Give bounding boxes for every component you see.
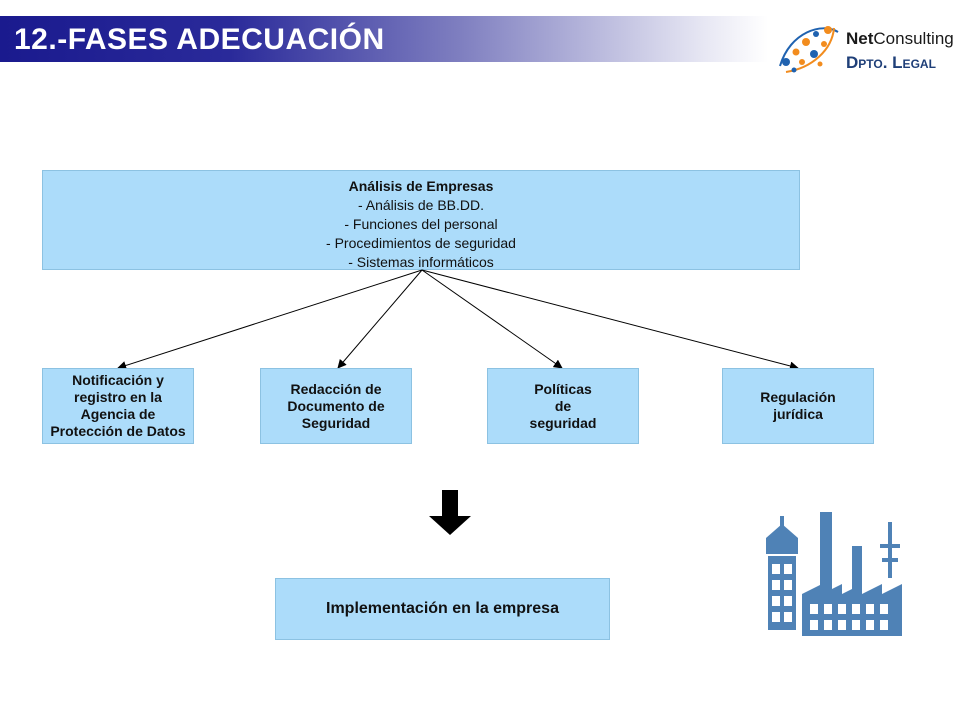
arrow-to-politicas [421,269,563,369]
implementation-box: Implementación en la empresa [275,578,610,640]
phase-label-line: Notificación y [72,372,164,388]
page-title: 12.-FASES ADECUACIÓN [14,23,385,56]
phase-label-line: jurídica [773,406,823,422]
phase-label-line: Políticas [534,380,592,397]
arrow-to-notificacion [117,269,423,370]
phase-box-notificacion: Notificación y registro en la Agencia de… [42,368,194,444]
factory-icon [766,512,902,636]
analysis-item: - Procedimientos de seguridad [326,235,516,251]
down-arrow-icon [429,490,471,535]
phase-label-line: Agencia de [80,406,156,422]
phase-label-line: de [554,397,572,414]
phase-label-line: Regulación [760,389,836,405]
logo-department: Dpto. Legal [846,53,936,72]
implementation-label: Implementación en la empresa [326,600,559,617]
arrow-to-redaccion [337,269,423,369]
phase-label-line: Protección de Datos [50,423,186,439]
logo-brand-bold: Net [846,29,874,48]
phase-box-politicas: Políticas de seguridad [487,368,639,444]
phase-label-line: Seguridad [301,414,371,431]
netconsulting-logo: NetConsulting Dpto. Legal [779,26,954,73]
arrow-to-regulacion [421,269,799,371]
phase-label-line: Documento de [287,397,385,414]
phase-box-regulacion: Regulación jurídica [722,368,874,444]
analysis-heading: Análisis de Empresas [348,178,494,194]
analysis-item: - Funciones del personal [344,216,498,232]
analysis-item: - Análisis de BB.DD. [357,197,485,213]
phase-label-line: registro en la [74,389,162,405]
analysis-box: Análisis de Empresas - Análisis de BB.DD… [42,170,800,270]
logo-mark-icon [779,26,839,73]
svg-text:NetConsulting: NetConsulting [846,29,954,48]
phase-label-line: seguridad [529,414,597,431]
logo-brand-rest: Consulting [873,29,953,48]
phase-box-redaccion: Redacción de Documento de Seguridad [260,368,412,444]
phase-label-line: Redacción de [290,380,382,397]
title-bar: 12.-FASES ADECUACIÓN [0,16,768,62]
analysis-item: - Sistemas informáticos [348,254,494,270]
